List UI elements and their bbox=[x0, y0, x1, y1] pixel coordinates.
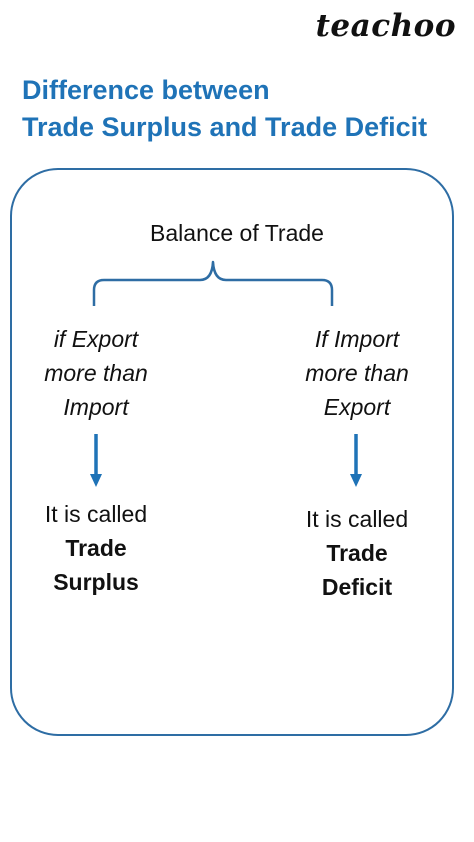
title-line-2: Trade Surplus and Trade Deficit bbox=[22, 112, 428, 142]
right-result-term: Trade bbox=[326, 540, 388, 566]
diagram-frame bbox=[10, 168, 454, 736]
left-arrow-head bbox=[90, 474, 102, 487]
teachoo-logo: teachoo bbox=[315, 8, 456, 44]
right-result-intro: It is called bbox=[305, 506, 409, 532]
left-condition-line: if Export bbox=[53, 326, 139, 352]
right-condition-line: more than bbox=[305, 360, 409, 386]
left-result-term: Trade bbox=[65, 535, 127, 561]
right-result-term: Deficit bbox=[321, 574, 393, 600]
right-condition-line: If Import bbox=[314, 326, 400, 352]
right-result: It is called Trade Deficit bbox=[257, 502, 457, 604]
left-condition-line: more than bbox=[44, 360, 148, 386]
right-condition-line: Export bbox=[323, 394, 391, 420]
left-result-term: Surplus bbox=[53, 569, 139, 595]
right-arrow-head bbox=[350, 474, 362, 487]
title-line-1: Difference between bbox=[22, 75, 270, 105]
brace-connector bbox=[92, 260, 334, 306]
left-condition: if Export more than Import bbox=[11, 322, 181, 424]
root-node-label: Balance of Trade bbox=[150, 220, 324, 246]
left-result: It is called Trade Surplus bbox=[0, 497, 196, 599]
page-title: Difference between Trade Surplus and Tra… bbox=[22, 72, 462, 146]
right-condition: If Import more than Export bbox=[272, 322, 442, 424]
left-result-intro: It is called bbox=[44, 501, 148, 527]
left-condition-line: Import bbox=[63, 394, 129, 420]
